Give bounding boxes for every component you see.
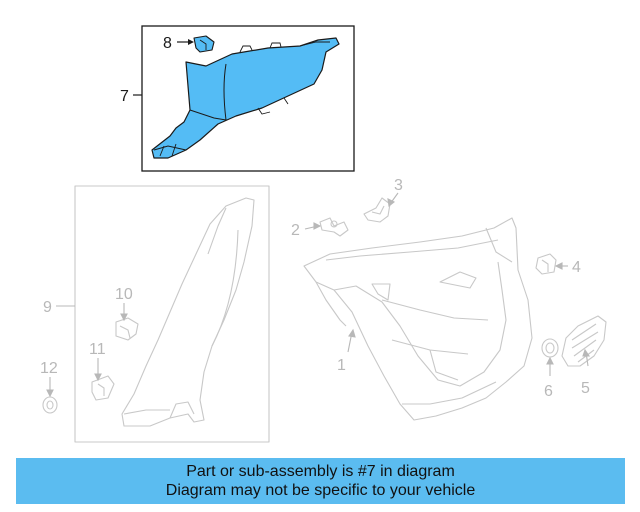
part-12-grommet bbox=[42, 396, 58, 414]
callout-8: 8 bbox=[163, 35, 172, 52]
part-4-clip bbox=[535, 253, 557, 275]
part-2-pushpin bbox=[319, 217, 349, 237]
info-banner: Part or sub-assembly is #7 in diagram Di… bbox=[16, 458, 625, 504]
callout-7: 7 bbox=[120, 88, 129, 105]
banner-line-2: Diagram may not be specific to your vehi… bbox=[165, 482, 476, 499]
callout-3: 3 bbox=[394, 177, 403, 194]
callout-12: 12 bbox=[40, 360, 58, 377]
faded-components bbox=[42, 185, 607, 443]
banner-line-1: Part or sub-assembly is #7 in diagram bbox=[186, 463, 455, 480]
callout-8-arrowhead bbox=[188, 39, 194, 45]
callout-6: 6 bbox=[544, 383, 553, 400]
parts-diagram: 7 8 bbox=[40, 25, 607, 443]
part-5-vent bbox=[561, 315, 607, 367]
left-detail-frame bbox=[74, 185, 270, 443]
part-7-quarter-trim-panel[interactable] bbox=[151, 37, 340, 159]
callout-4: 4 bbox=[572, 259, 581, 276]
part-1-quarter-trim bbox=[303, 217, 533, 421]
part-10-clip bbox=[115, 317, 139, 341]
callout-11: 11 bbox=[89, 341, 106, 358]
callout-2: 2 bbox=[291, 222, 300, 239]
part-11-bracket bbox=[91, 375, 115, 401]
callout-10: 10 bbox=[115, 286, 133, 303]
callout-9: 9 bbox=[43, 299, 52, 316]
faded-leaders bbox=[46, 192, 591, 398]
part-3-bracket bbox=[363, 197, 391, 223]
part-8-clip[interactable] bbox=[193, 35, 215, 53]
part-9-pillar-trim bbox=[121, 197, 255, 427]
callout-5: 5 bbox=[581, 380, 590, 397]
highlight-inset-frame bbox=[141, 25, 355, 172]
part-6-grommet bbox=[541, 338, 559, 358]
callout-1: 1 bbox=[337, 357, 346, 374]
